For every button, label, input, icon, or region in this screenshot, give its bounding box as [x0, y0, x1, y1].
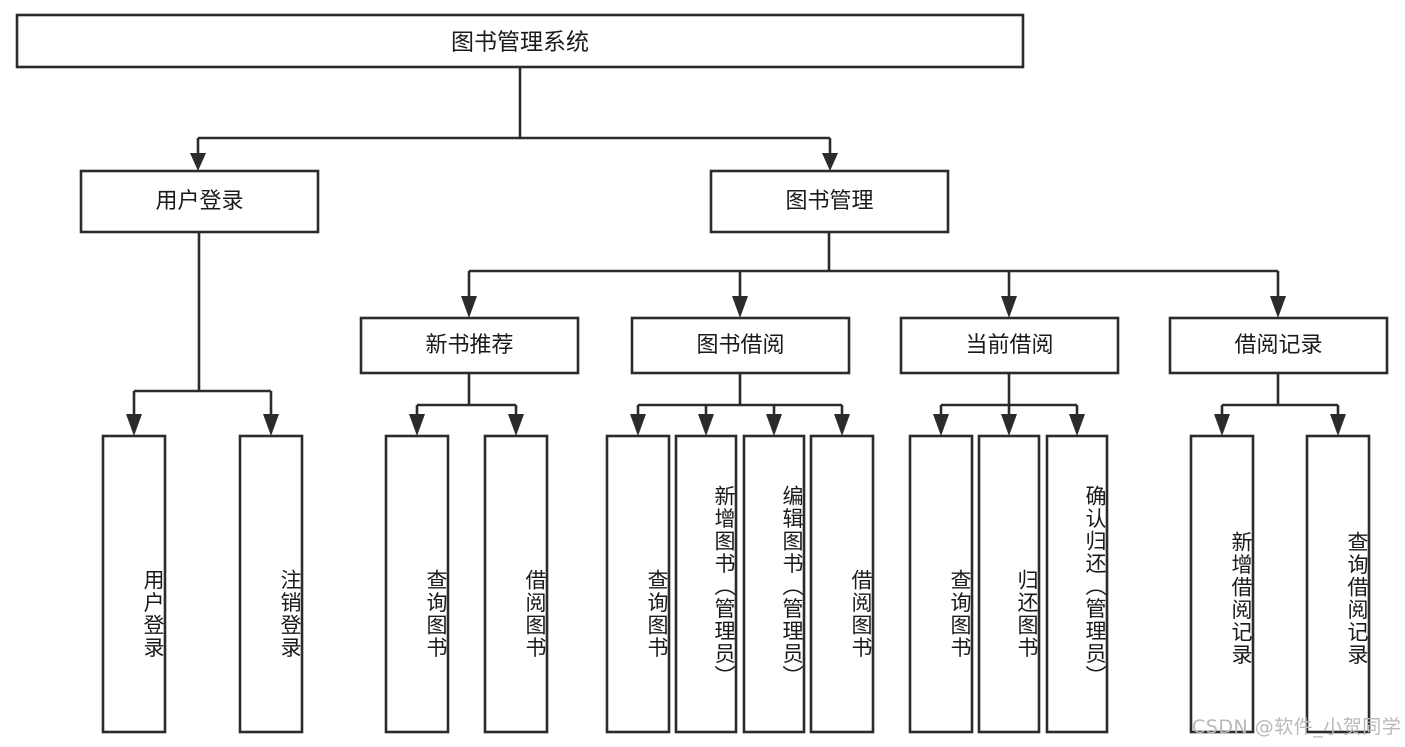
arrow-to-book-manage — [822, 153, 838, 171]
leaf-box-add-book[interactable] — [674, 434, 738, 734]
leaf-label-query-book-2: 查询图书 — [645, 569, 669, 659]
connector-root-bus — [190, 67, 838, 171]
leaf-label-query-book-3: 查询图书 — [948, 569, 972, 659]
current-borrow-label: 当前借阅 — [965, 333, 1053, 358]
leaf-box-edit-book[interactable] — [742, 434, 806, 734]
csdn-watermark: CSDN @软件_小贺同学 — [1192, 716, 1402, 738]
leaf-box-borrow-book-1[interactable] — [483, 434, 549, 734]
leaf-box-logout[interactable] — [238, 434, 304, 734]
leaf-label-query-record: 查询借阅记录 — [1345, 530, 1369, 666]
node-borrow-record[interactable]: 借阅记录 — [1168, 316, 1389, 375]
leaf-box-user-login[interactable] — [101, 434, 167, 734]
leaf-label-confirm-return: 确认归还（管理员） — [1083, 485, 1107, 688]
leaf-label-logout: 注销登录 — [278, 569, 302, 659]
leaf-label-edit-book: 编辑图书（管理员） — [780, 485, 804, 688]
node-root[interactable]: 图书管理系统 — [15, 13, 1025, 69]
node-user-login[interactable]: 用户登录 — [79, 169, 320, 234]
book-borrow-box — [630, 316, 851, 375]
root-box — [15, 13, 1025, 69]
node-new-book-recommend[interactable]: 新书推荐 — [359, 316, 580, 375]
node-book-manage[interactable]: 图书管理 — [709, 169, 950, 234]
leaf-label-borrow-book-2: 借阅图书 — [849, 569, 873, 659]
borrow-record-label: 借阅记录 — [1234, 333, 1322, 358]
new-book-recommend-box — [359, 316, 580, 375]
connector-new-book-children — [409, 373, 524, 436]
leaf-box-query-book-2[interactable] — [605, 434, 671, 734]
connector-borrow-record-children — [1214, 373, 1346, 436]
book-manage-label: 图书管理 — [785, 189, 873, 214]
leaf-box-add-record[interactable] — [1189, 434, 1255, 734]
leaf-label-add-book: 新增图书（管理员） — [712, 485, 736, 688]
leaf-box-query-record[interactable] — [1305, 434, 1371, 734]
leaf-box-query-book-1[interactable] — [384, 434, 450, 734]
connector-current-borrow-children — [933, 373, 1085, 436]
book-borrow-label: 图书借阅 — [696, 333, 784, 358]
leaf-box-query-book-3[interactable] — [908, 434, 974, 734]
root-label: 图书管理系统 — [451, 30, 589, 56]
new-book-recommend-label: 新书推荐 — [425, 333, 513, 358]
connector-book-manage-children — [461, 232, 1286, 318]
connector-user-login-children — [126, 232, 279, 436]
leaf-label-return-book: 归还图书 — [1015, 569, 1039, 659]
leaf-label-query-book-1: 查询图书 — [424, 569, 448, 659]
leaf-label-user-login: 用户登录 — [141, 569, 165, 659]
user-login-label: 用户登录 — [155, 189, 243, 214]
leaf-label-add-record: 新增借阅记录 — [1229, 530, 1253, 666]
leaf-label-borrow-book-1: 借阅图书 — [523, 569, 547, 659]
node-book-borrow[interactable]: 图书借阅 — [630, 316, 851, 375]
leaf-box-return-book[interactable] — [977, 434, 1041, 734]
leaf-box-borrow-book-2[interactable] — [809, 434, 875, 734]
leaf-box-confirm-return[interactable] — [1045, 434, 1109, 734]
current-borrow-box — [899, 316, 1120, 375]
connector-book-borrow-children — [630, 373, 850, 436]
node-current-borrow[interactable]: 当前借阅 — [899, 316, 1120, 375]
arrow-to-user-login — [190, 153, 206, 171]
